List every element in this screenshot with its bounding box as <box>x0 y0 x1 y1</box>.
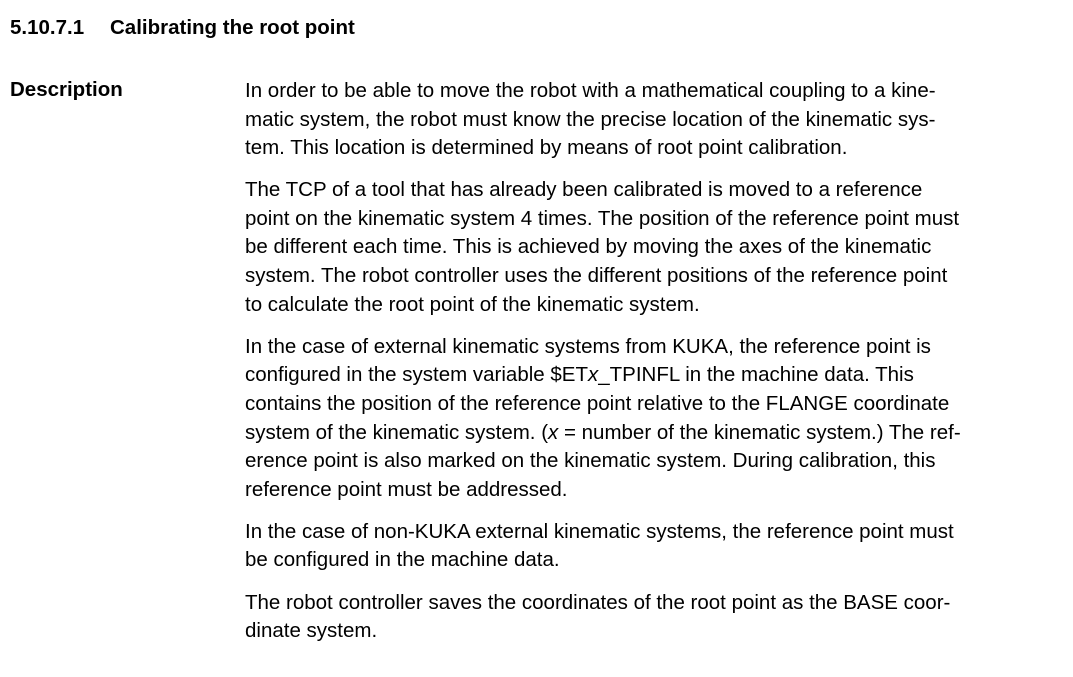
text-segment: = number of the kinematic system.) The r… <box>558 420 961 444</box>
italic-variable: x <box>587 363 599 387</box>
paragraph: In the case of external kinematic system… <box>245 333 961 505</box>
text-line: The robot controller saves the coordinat… <box>245 590 951 614</box>
paragraph: The TCP of a tool that has already been … <box>245 176 961 319</box>
description-label: Description <box>10 78 123 101</box>
text-line: tem. This location is determined by mean… <box>245 136 848 160</box>
text-line: point on the kinematic system 4 times. T… <box>245 206 960 230</box>
text-line: configured in the system variable $ETx_T… <box>245 361 961 390</box>
text-line: be configured in the machine data. <box>245 548 560 572</box>
section-title: Calibrating the root point <box>110 16 355 39</box>
text-segment: system of the kinematic system. ( <box>245 420 549 444</box>
text-line: system of the kinematic system. (x = num… <box>245 419 961 448</box>
text-segment: configured in the system variable $ET <box>245 363 588 387</box>
text-line: erence point is also marked on the kinem… <box>245 449 936 473</box>
text-line: In the case of non-KUKA external kinemat… <box>245 519 954 543</box>
text-line: In the case of external kinematic system… <box>245 334 931 358</box>
text-line: matic system, the robot must know the pr… <box>245 107 936 131</box>
description-body: In order to be able to move the robot wi… <box>245 77 961 659</box>
paragraph: In order to be able to move the robot wi… <box>245 77 961 163</box>
text-line: In order to be able to move the robot wi… <box>245 79 936 102</box>
text-line: to calculate the root point of the kinem… <box>245 292 700 316</box>
text-line: dinate system. <box>245 619 378 643</box>
text-segment: _TPINFL in the machine data. This <box>598 363 914 387</box>
section-heading: 5.10.7.1 Calibrating the root point <box>10 16 355 40</box>
text-line: The TCP of a tool that has already been … <box>245 178 923 202</box>
text-line: reference point must be addressed. <box>245 477 568 501</box>
text-line: contains the position of the reference p… <box>245 391 950 415</box>
text-line: system. The robot controller uses the di… <box>245 264 948 288</box>
section-number: 5.10.7.1 <box>10 16 85 39</box>
italic-variable: x <box>548 420 559 444</box>
text-line: be different each time. This is achieved… <box>245 235 932 259</box>
paragraph: In the case of non-KUKA external kinemat… <box>245 518 961 575</box>
paragraph: The robot controller saves the coordinat… <box>245 589 961 646</box>
